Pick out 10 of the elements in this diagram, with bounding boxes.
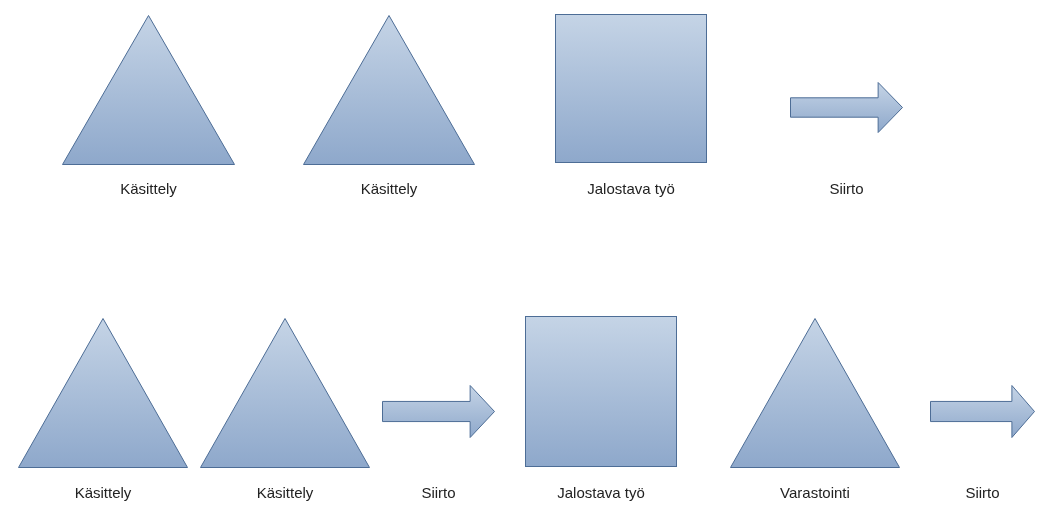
symbol-label: Käsittely — [120, 180, 177, 197]
symbol-label: Käsittely — [74, 484, 132, 501]
symbol-label: Siirto — [421, 484, 456, 501]
symbol-label: Siirto — [829, 180, 864, 197]
symbol-label: Jalostava työ — [587, 180, 675, 197]
symbol-label: Käsittely — [360, 180, 418, 197]
symbol-label: Siirto — [965, 484, 1000, 501]
symbol-label: Jalostava työ — [557, 484, 645, 501]
symbol-label: Varastointi — [780, 484, 850, 501]
symbol-label: Käsittely — [256, 484, 314, 501]
